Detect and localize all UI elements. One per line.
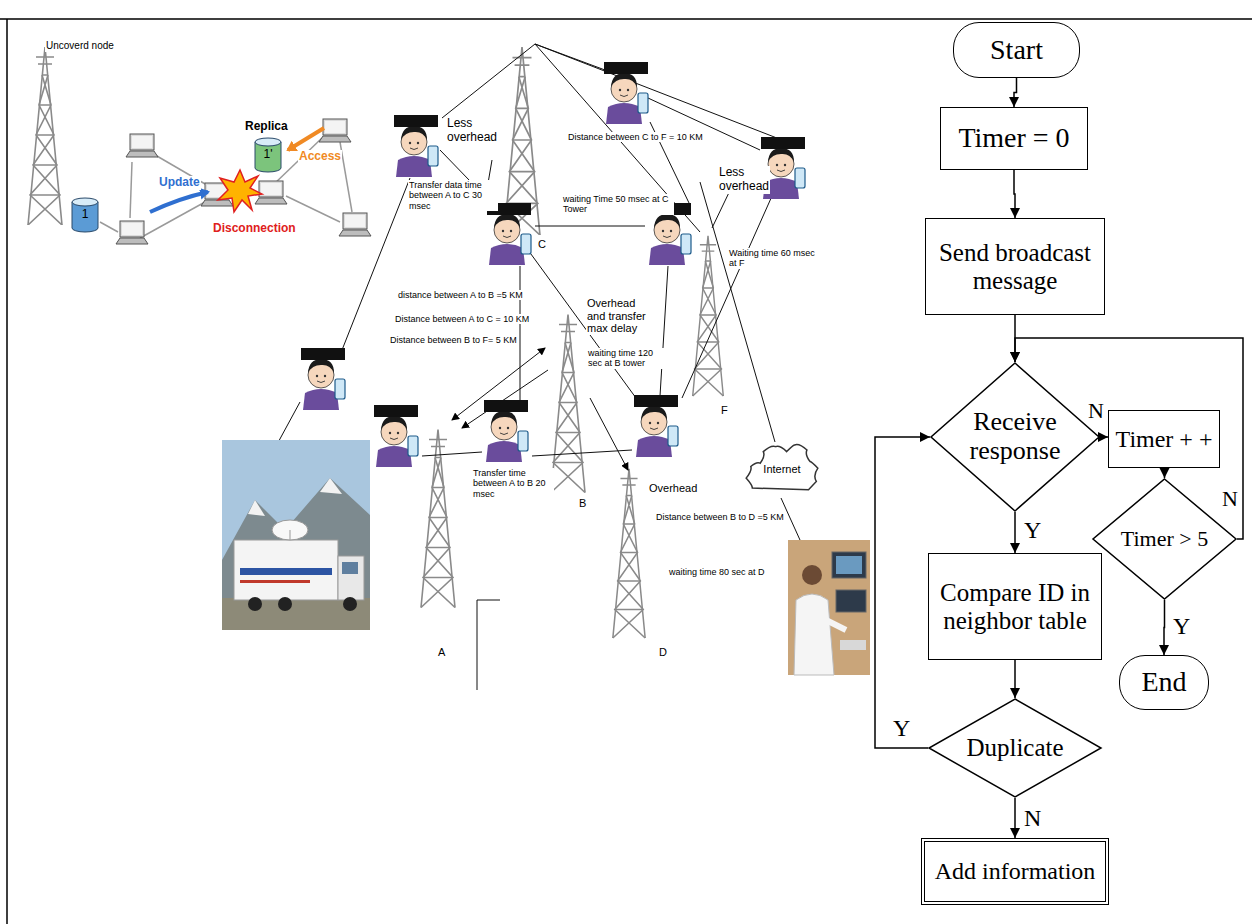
process-box: Timer = 0 <box>940 107 1088 170</box>
edge-label: N <box>1221 488 1239 510</box>
node-text: Internet <box>763 463 800 475</box>
edge-label: Y <box>892 716 911 740</box>
database-cylinder: 1 <box>72 198 98 232</box>
process-box: Send broadcast message <box>925 218 1105 315</box>
annotation-text: D <box>658 646 668 659</box>
diamond-shape <box>931 363 1099 511</box>
annotation-text: Replica <box>244 120 289 134</box>
flow-arrow <box>1014 170 1015 218</box>
cloud-shape <box>746 444 818 489</box>
annotation-text: Access <box>298 150 342 164</box>
node-text: 1' <box>264 148 273 161</box>
database-cylinder: 1' <box>255 138 281 172</box>
annotation-text: C <box>537 238 547 251</box>
annotation-text: Transfer time between A to B 20 msec <box>472 468 554 499</box>
flow-arrow <box>1163 468 1165 478</box>
process-box: Add information <box>921 838 1109 905</box>
cylinder-top <box>255 138 281 146</box>
edge-label: N <box>1023 806 1042 830</box>
node-text: Compare ID in neighbor table <box>933 579 1097 634</box>
annotation-text: Overhead <box>648 482 698 495</box>
edge-label: Y <box>1172 614 1191 638</box>
annotation-text: Less overhead <box>446 117 500 145</box>
annotation-text: waiting time 120 sec at B tower <box>587 348 669 369</box>
decision-diamond: Duplicate <box>928 698 1102 798</box>
flow-arrow <box>875 437 930 748</box>
flow-arrow <box>1163 600 1165 655</box>
diamond-shape <box>1093 479 1236 599</box>
process-box: Compare ID in neighbor table <box>928 553 1102 660</box>
cylinder-top <box>72 198 98 206</box>
node-text: Receive response <box>963 408 1068 465</box>
annotation-text: Distance between B to F= 5 KM <box>389 335 518 345</box>
annotation-text: A <box>437 646 446 659</box>
node-text: Duplicate <box>966 734 1063 762</box>
annotation-text: distance between A to B =5 KM <box>397 290 524 300</box>
node-text: Send broadcast message <box>930 239 1100 294</box>
annotation-text: Distance between C to F = 10 KM <box>567 132 704 142</box>
edge-label: N <box>1087 400 1105 422</box>
process-box: Timer + + <box>1108 410 1220 468</box>
node-text: Start <box>990 35 1043 66</box>
node-text: 1 <box>82 208 89 221</box>
node-text: Timer > 5 <box>1121 527 1208 551</box>
diamond-shape <box>929 699 1101 797</box>
terminal-box: Start <box>953 22 1080 78</box>
node-text: End <box>1141 667 1186 698</box>
annotation-text: Less overhead <box>718 166 770 194</box>
annotation-text: Waiting time 60 msec at F <box>728 248 825 269</box>
flow-arrow <box>1014 78 1017 107</box>
flow-arrow <box>1014 512 1016 553</box>
annotation-text: Distance between B to D =5 KM <box>655 512 785 522</box>
annotation-text: Uncoverd node <box>45 40 115 52</box>
decision-diamond: Timer > 5 <box>1092 478 1237 600</box>
internet-cloud: Internet <box>743 440 821 498</box>
annotation-text: B <box>578 497 587 510</box>
annotation-text: Disconnection <box>212 222 297 236</box>
annotation-text: Distance between A to C = 10 KM <box>394 314 530 324</box>
annotation-text: Overhead and transfer max delay <box>586 297 650 335</box>
annotation-text: waiting time 80 sec at D <box>668 567 766 577</box>
edge-label: Y <box>1023 518 1042 542</box>
node-text: Timer = 0 <box>958 123 1069 154</box>
flow-arrow <box>1100 436 1108 438</box>
node-text: Timer + + <box>1116 426 1213 452</box>
decision-diamond: Receive response <box>930 362 1100 512</box>
node-text: Add information <box>935 858 1096 884</box>
annotation-text: waiting Time 50 msec at C Tower <box>562 194 674 215</box>
annotation-text: Update <box>158 176 201 190</box>
flow-arrow <box>1014 798 1016 838</box>
annotation-text: F <box>720 404 729 417</box>
terminal-box: End <box>1119 655 1209 710</box>
flow-arrow <box>1014 660 1016 698</box>
annotation-text: Transfer data time between A to C 30 mse… <box>408 180 498 211</box>
